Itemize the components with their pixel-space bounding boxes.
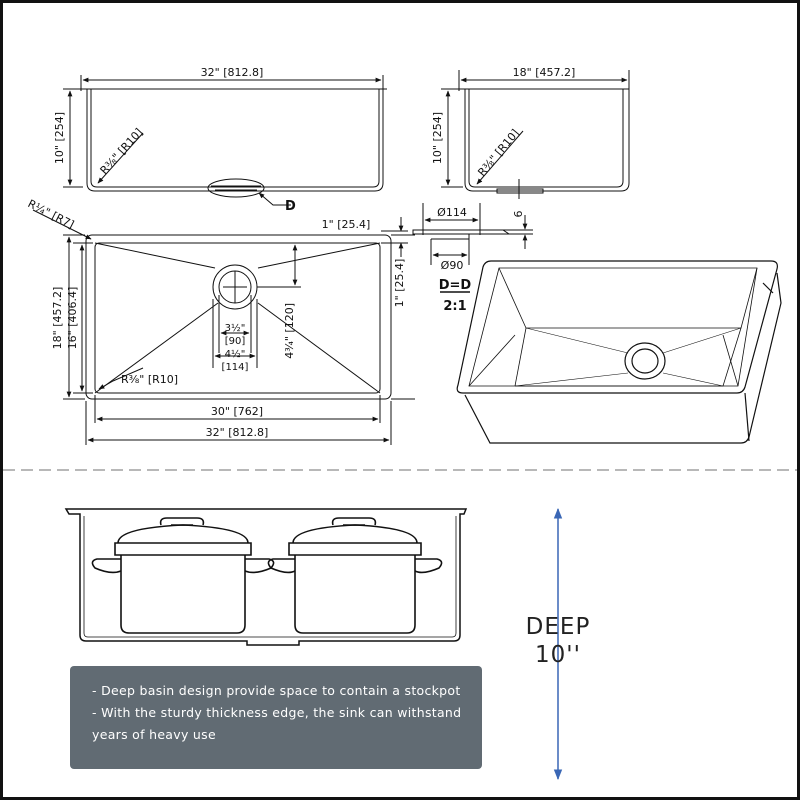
drain-outer-dim-inch: 4½" [225, 348, 246, 360]
plan-outer-radius: R¼" [R7] [26, 197, 77, 231]
side-elevation-view [441, 70, 630, 199]
side-corner-radius: R⅜" [R10] [475, 127, 522, 179]
plan-corner-radius: R⅜" [R10] [121, 373, 178, 386]
plan-outer-length-dim: 32" [812.8] [206, 426, 269, 439]
feature-bullet-2-continued: years of heavy use [92, 727, 216, 742]
drain-inner-diameter: Ø90 [441, 259, 464, 272]
depth-callout: DEEP 10'' [508, 613, 608, 669]
plan-outer-width-dim: 18" [457.2] [51, 287, 64, 350]
detail-title: D=D [439, 278, 472, 293]
top-length-dim: 32" [812.8] [201, 66, 264, 79]
drain-thickness-dim: 6 [512, 211, 525, 218]
top-corner-radius: R⅜" [R10] [98, 126, 146, 177]
plan-view [32, 209, 415, 445]
feature-description-box: - Deep basin design provide space to con… [70, 666, 482, 769]
side-depth-dim: 10" [254] [431, 112, 444, 164]
deep-text: DEEP [525, 614, 591, 640]
technical-drawing: 32" [812.8] 10" [254] R⅜" [R10] D 18" [4… [3, 66, 797, 781]
plan-flange-side-dim: 1" [25.4] [393, 259, 406, 308]
drain-inner-dim-inch: 3½" [225, 322, 246, 334]
drain-outer-dim-mm: [114] [222, 362, 249, 373]
plan-inner-length-dim: 30" [762] [211, 405, 263, 418]
top-depth-dim: 10" [254] [53, 112, 66, 164]
drain-detail-view [412, 203, 533, 293]
detail-scale: 2:1 [443, 299, 466, 314]
sink-cross-section [64, 508, 468, 646]
feature-bullet-1: - Deep basin design provide space to con… [92, 683, 461, 698]
plan-flange-top-dim: 1" [25.4] [322, 218, 371, 231]
drain-inner-dim-mm: [90] [225, 336, 246, 347]
stockpot-left [91, 517, 275, 634]
drain-detail-callout: D [285, 199, 296, 214]
feature-bullet-2: - With the sturdy thickness edge, the si… [92, 705, 462, 720]
stockpot-right [267, 517, 443, 634]
plan-drain-offset-dim: 4¾" [120] [283, 303, 296, 359]
depth-value: 10'' [535, 642, 581, 668]
sink-isometric-view [456, 260, 782, 444]
plan-inner-width-dim: 16" [406.4] [66, 287, 79, 350]
drain-outer-diameter: Ø114 [437, 206, 467, 219]
front-elevation-view [63, 75, 387, 206]
side-width-dim: 18" [457.2] [513, 66, 576, 79]
